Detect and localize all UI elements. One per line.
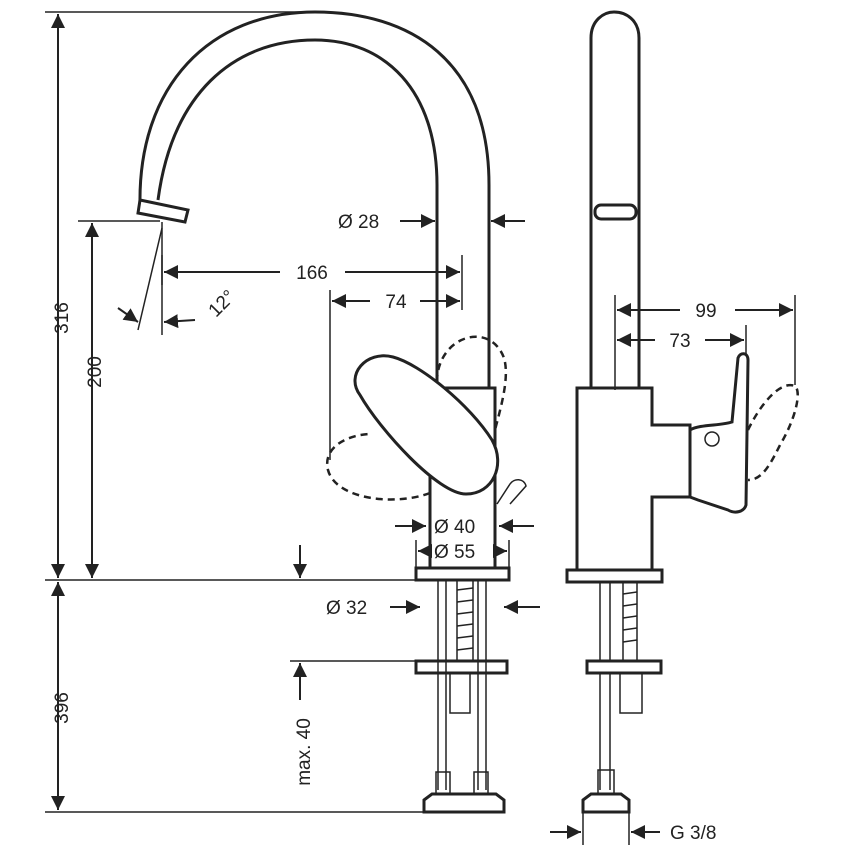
side-base-plate — [565, 568, 664, 584]
label-200: 200 — [85, 356, 106, 388]
spout — [156, 38, 439, 388]
side-lever — [688, 352, 750, 514]
label-316: 316 — [52, 302, 73, 334]
lever-alt-up — [435, 335, 508, 431]
label-dia32: Ø 32 — [326, 598, 367, 619]
label-dia40: Ø 40 — [434, 517, 475, 538]
label-74: 74 — [385, 292, 407, 313]
angle-ref-slanted — [137, 227, 163, 331]
reference-lines — [45, 11, 424, 813]
dim-arrow-angle-right — [163, 314, 196, 329]
side-aerator — [593, 203, 638, 221]
label-73: 73 — [669, 331, 690, 352]
under-deck-fixing — [414, 579, 509, 814]
aerator — [136, 198, 190, 224]
front-view — [136, 10, 527, 814]
side-spout — [589, 10, 641, 390]
dim-arrow-angle-left — [117, 307, 139, 323]
lever-handle — [353, 354, 500, 496]
popup-rod — [496, 479, 527, 505]
label-dia28: Ø 28 — [338, 212, 379, 233]
side-lever-hole — [704, 431, 720, 447]
label-396: 396 — [52, 692, 73, 724]
label-max40: max. 40 — [294, 718, 315, 786]
side-view — [565, 10, 799, 814]
side-under-deck-fixing — [581, 581, 663, 814]
label-g38: G 3/8 — [670, 823, 716, 844]
label-166: 166 — [296, 263, 328, 284]
side-body — [575, 386, 692, 572]
lever-alt-down — [325, 432, 431, 501]
label-dia55: Ø 55 — [434, 542, 475, 563]
label-99: 99 — [695, 301, 716, 322]
base-plate — [414, 566, 511, 582]
label-angle: 12° — [205, 286, 240, 321]
side-lever-alt — [746, 383, 799, 482]
